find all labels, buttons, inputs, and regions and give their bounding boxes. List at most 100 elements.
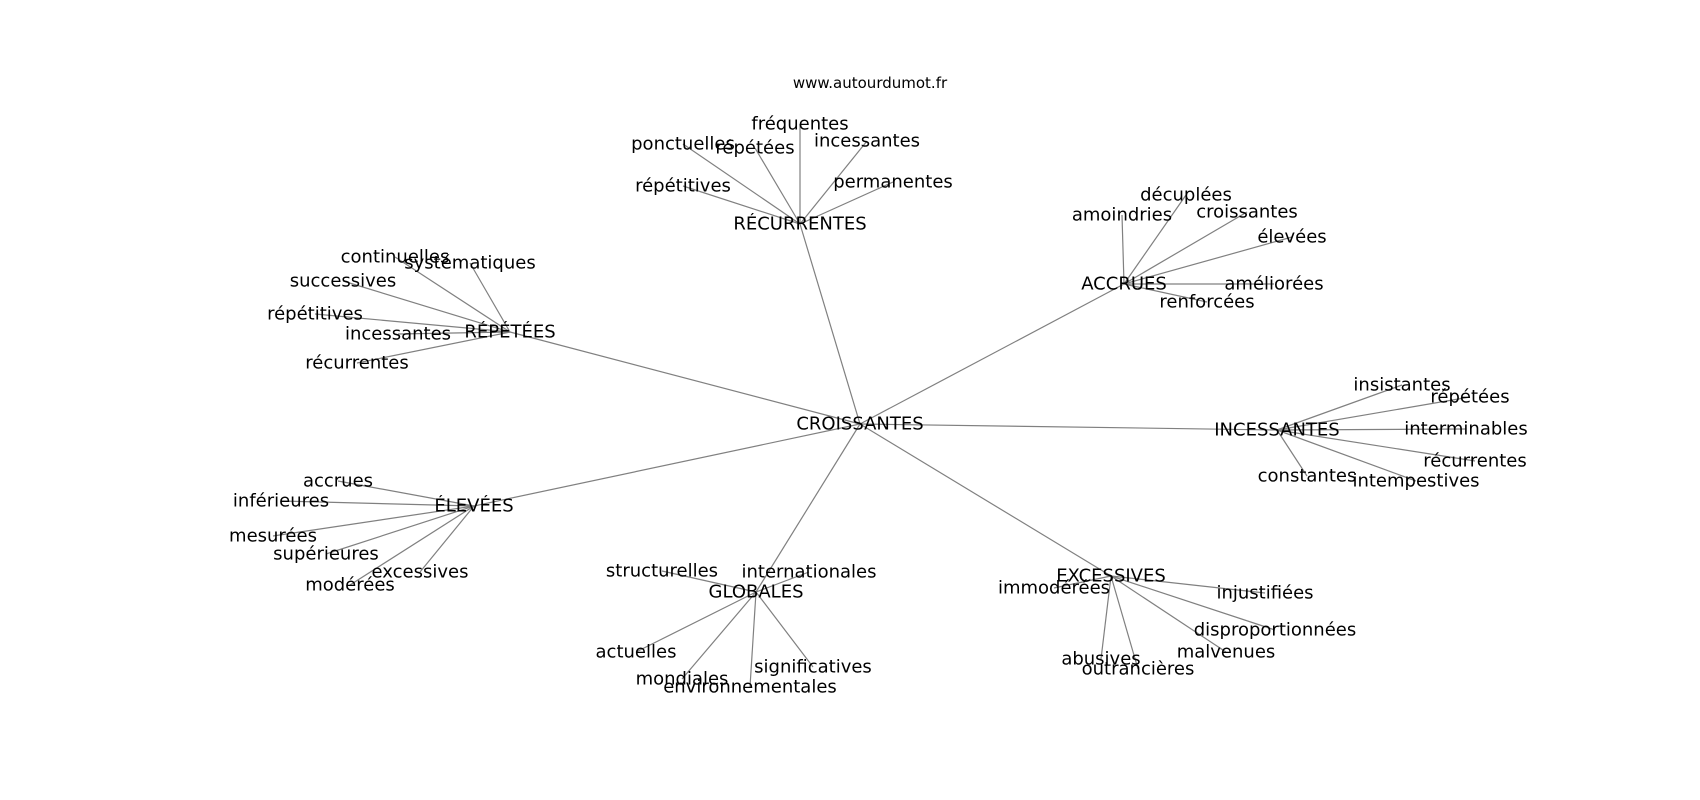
- edge-hub-leaf: [1110, 575, 1139, 670]
- leaf-node-label: décuplées: [1140, 185, 1232, 206]
- leaf-node-label: améliorées: [1224, 274, 1323, 295]
- edge-hub-leaf: [1276, 396, 1471, 431]
- leaf-node-label: actuelles: [596, 642, 677, 663]
- leaf-node-label: ponctuelles: [631, 134, 735, 155]
- edge-center-hub: [473, 423, 861, 507]
- leaf-node-label: répétées: [1430, 387, 1509, 408]
- edge-hub-leaf: [1276, 428, 1467, 431]
- edge-hub-leaf: [1110, 575, 1227, 653]
- edge-hub-leaf: [749, 591, 757, 688]
- edge-hub-leaf: [469, 262, 511, 333]
- hub-node-label: INCESSANTES: [1214, 420, 1339, 441]
- edge-hub-leaf: [1121, 214, 1125, 285]
- edge-hub-leaf: [325, 505, 475, 555]
- leaf-node-label: excessives: [372, 562, 469, 583]
- leaf-node-label: supérieures: [273, 544, 379, 565]
- leaf-node-label: répétées: [715, 138, 794, 159]
- graph-labels: www.autourdumot.fr CROISSANTES RÉCURRENTE…: [229, 74, 1528, 698]
- edge-center-hub: [859, 423, 1112, 577]
- edge-hub-leaf: [419, 505, 475, 573]
- leaf-node-label: significatives: [754, 657, 872, 678]
- hub-node-label: ACCRUES: [1081, 274, 1167, 295]
- source-credit: www.autourdumot.fr: [793, 74, 948, 92]
- leaf-node-label: systématiques: [404, 253, 535, 274]
- edge-center-hub: [509, 331, 861, 425]
- edge-hub-leaf: [272, 505, 475, 537]
- leaf-node-label: injustifiées: [1216, 583, 1313, 604]
- edge-hub-leaf: [682, 143, 801, 225]
- leaf-node-label: répétitives: [635, 176, 731, 197]
- leaf-node-label: incessantes: [345, 324, 451, 345]
- edge-hub-leaf: [799, 140, 868, 225]
- leaf-node-label: structurelles: [606, 561, 718, 582]
- edge-hub-leaf: [755, 571, 810, 593]
- leaf-node-label: successives: [290, 271, 397, 292]
- leaf-node-label: croissantes: [1196, 202, 1298, 223]
- leaf-node-label: répétitives: [267, 304, 363, 325]
- edge-hub-leaf: [681, 591, 757, 680]
- edge-hub-leaf: [799, 181, 894, 225]
- edge-hub-leaf: [356, 331, 511, 364]
- leaf-node-label: interminables: [1404, 419, 1527, 440]
- edge-hub-leaf: [1053, 575, 1112, 589]
- hub-node-label: GLOBALES: [709, 582, 804, 603]
- leaf-node-label: permanentes: [833, 172, 953, 193]
- leaf-node-label: récurrentes: [1423, 451, 1526, 472]
- leaf-node-label: élevées: [1257, 227, 1326, 248]
- center-node-label: CROISSANTES: [796, 414, 923, 435]
- leaf-node-label: intempestives: [1352, 471, 1479, 492]
- edge-hub-leaf: [337, 480, 475, 507]
- hub-node-label: RÉCURRENTES: [733, 213, 866, 235]
- edge-center-hub: [859, 283, 1125, 425]
- edge-hub-leaf: [661, 570, 757, 593]
- leaf-node-label: constantes: [1258, 466, 1357, 487]
- edge-center-hub: [755, 423, 861, 593]
- leaf-node-label: accrues: [303, 471, 373, 492]
- edge-hub-leaf: [1276, 429, 1476, 462]
- leaf-node-label: modérées: [305, 575, 395, 596]
- edge-hub-leaf: [314, 313, 511, 333]
- edge-hub-leaf: [342, 280, 511, 333]
- leaf-node-label: mondiales: [636, 669, 729, 690]
- edge-hub-leaf: [754, 147, 801, 225]
- edge-hub-leaf: [1100, 575, 1112, 660]
- edge-hub-leaf: [1110, 575, 1266, 594]
- edge-hub-leaf: [1123, 194, 1187, 285]
- leaf-node-label: internationales: [741, 562, 876, 583]
- edge-hub-leaf: [280, 500, 475, 507]
- hub-node-label: ÉLEVÉES: [434, 495, 513, 517]
- edge-hub-leaf: [1123, 283, 1208, 303]
- hub-node-label: EXCESSIVES: [1056, 566, 1166, 587]
- edge-hub-leaf: [1110, 575, 1276, 631]
- leaf-node-label: mesurées: [229, 526, 317, 547]
- edge-center-hub: [799, 223, 861, 425]
- leaf-node-label: récurrentes: [305, 353, 408, 374]
- leaf-node-label: amoindries: [1072, 205, 1172, 226]
- leaf-node-label: disproportionnées: [1194, 620, 1357, 641]
- hub-node-label: RÉPÉTÉES: [464, 321, 555, 343]
- leaf-node-label: immodérées: [998, 578, 1110, 599]
- edge-center-hub: [859, 423, 1278, 431]
- leaf-node-label: abusives: [1061, 649, 1140, 670]
- edge-hub-leaf: [397, 331, 511, 335]
- edge-hub-leaf: [1276, 429, 1308, 477]
- edge-hub-leaf: [635, 591, 757, 653]
- edge-hub-leaf: [1123, 236, 1293, 285]
- leaf-node-label: outrancières: [1082, 659, 1195, 680]
- leaf-node-label: renforcées: [1159, 292, 1254, 313]
- leaf-node-label: insistantes: [1353, 375, 1450, 396]
- edge-hub-leaf: [755, 591, 814, 668]
- leaf-node-label: continuelles: [341, 247, 450, 268]
- graph-edges: [272, 124, 1476, 688]
- edge-hub-leaf: [1276, 384, 1403, 431]
- edge-hub-leaf: [1276, 429, 1417, 482]
- leaf-node-label: incessantes: [814, 131, 920, 152]
- leaf-node-label: fréquentes: [751, 114, 848, 135]
- edge-hub-leaf: [1123, 211, 1248, 285]
- edge-hub-leaf: [394, 256, 511, 333]
- leaf-node-label: environnementales: [663, 677, 837, 698]
- leaf-node-label: malvenues: [1177, 642, 1276, 663]
- edge-hub-leaf: [682, 185, 801, 225]
- leaf-node-label: inférieures: [233, 491, 329, 512]
